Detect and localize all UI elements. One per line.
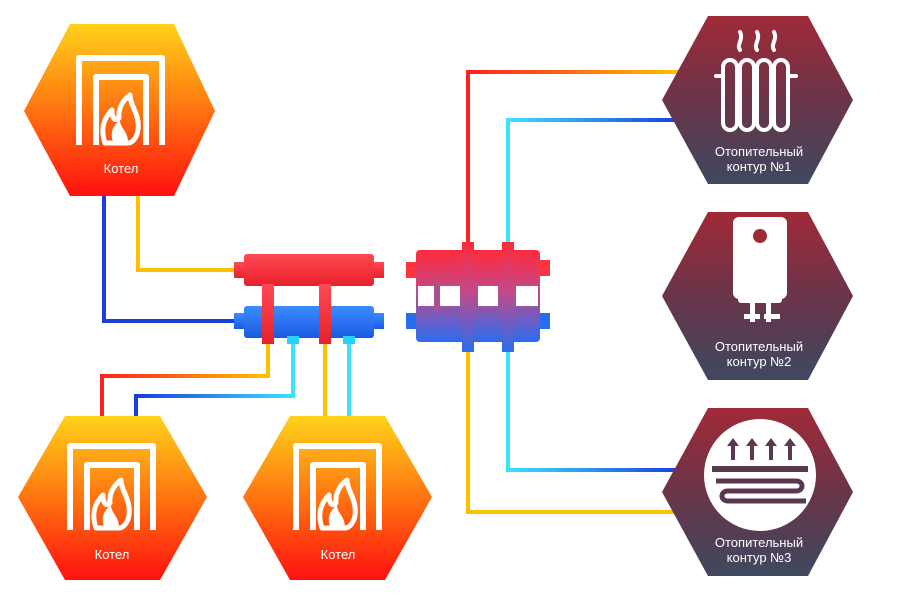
pipe-circuit3-return: [506, 343, 682, 472]
boiler-top-label: Котел: [103, 161, 139, 176]
boiler-flame-icon: [111, 120, 128, 141]
boiler-flame-icon: [102, 505, 119, 526]
pipe-boiler-bl-supply: [100, 338, 270, 418]
boiler-bottom-right-label: Котел: [320, 547, 356, 562]
pipe-boiler-top-return: [102, 193, 240, 323]
pipe-boiler-bl-return: [134, 338, 295, 418]
boiler-manifold: [234, 254, 384, 344]
circuit-1: [662, 16, 853, 184]
pipe-circuit1-supply: [466, 70, 682, 247]
boiler-top: [24, 24, 215, 196]
circuit-3: [662, 408, 853, 576]
boiler-bottom-right: [243, 416, 432, 580]
water-heater-icon: [733, 217, 787, 322]
pipe-boiler-top-supply: [136, 193, 240, 272]
circuit-2-label: Отопительный контур №2: [714, 339, 804, 369]
boiler-flame-icon: [328, 505, 345, 526]
boiler-bottom-left-label: Котел: [94, 547, 130, 562]
pipe-circuit1-return: [506, 118, 682, 247]
boiler-icon: [67, 443, 156, 531]
pipes: [100, 70, 682, 514]
circuit-1-label: Отопительный контур №1: [714, 144, 804, 174]
pipe-circuit3-supply: [466, 343, 682, 514]
circuit-3-label: Отопительный контур №3: [714, 535, 804, 565]
circuit-2: [662, 212, 853, 380]
boiler-bottom-left: [18, 416, 207, 580]
radiator-icon: [714, 30, 798, 132]
boiler-icon: [293, 443, 382, 531]
floor-heating-icon: [704, 419, 816, 531]
hydraulic-separator: [406, 242, 550, 352]
boiler-icon: [76, 55, 165, 146]
